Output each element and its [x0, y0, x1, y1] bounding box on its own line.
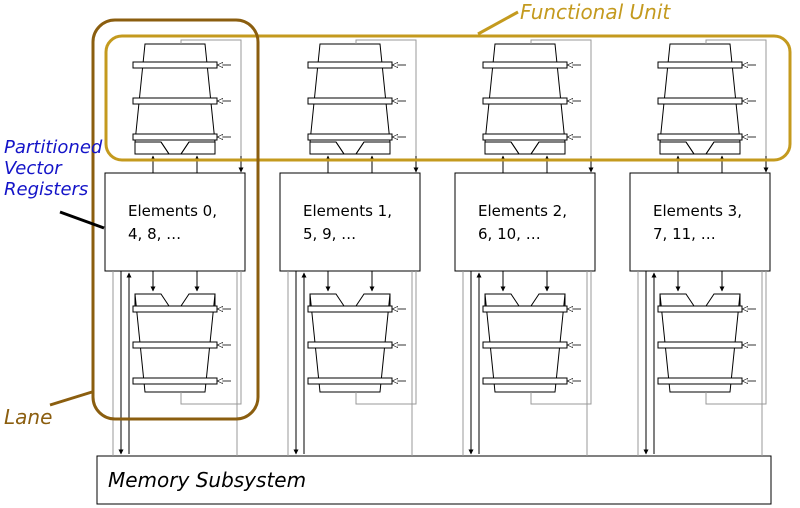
lower-feedback-wire: [705, 271, 767, 405]
lower-stage-latch-0: [307, 305, 393, 313]
lower-stage-latch-0: [132, 305, 218, 313]
upper-pipeline-base: [659, 141, 741, 155]
register-box: [454, 172, 596, 272]
lower-feedback-wire: [355, 271, 417, 405]
functional-unit-outline: [104, 34, 792, 162]
lower-stage-latch-1: [132, 341, 218, 349]
partitioned-pointer: [59, 210, 105, 230]
lower-stage-latch-1: [657, 341, 743, 349]
lane-1: Elements 1, 5, 9, …: [279, 39, 421, 456]
upper-stage-latch-0: [307, 61, 393, 69]
upper-stage-latch-1: [657, 97, 743, 105]
lower-stage-latch-2: [482, 377, 568, 385]
lane-2: Elements 2, 6, 10, …: [454, 39, 596, 456]
upper-feedback-wire: [355, 39, 417, 170]
memory-subsystem-box: [96, 455, 772, 505]
lower-stage-latch-2: [132, 377, 218, 385]
upper-pipeline-base: [309, 141, 391, 155]
memory-subsystem-label: Memory Subsystem: [108, 468, 306, 492]
register-box: [279, 172, 421, 272]
upper-stage-latch-2: [657, 133, 743, 141]
functional-unit-label: Functional Unit: [520, 0, 671, 24]
lower-stage-latch-2: [307, 377, 393, 385]
lane-pointer: [49, 390, 93, 407]
upper-stage-latch-2: [132, 133, 218, 141]
register-label-line1: Elements 3,: [653, 202, 742, 220]
upper-stage-latch-2: [307, 133, 393, 141]
partitioned-label-line3: Registers: [4, 179, 88, 200]
lane-3: Elements 3, 7, 11, …: [629, 39, 771, 456]
upper-stage-latch-1: [482, 97, 568, 105]
lower-stage-latch-1: [307, 341, 393, 349]
lane-0: Elements 0, 4, 8, …: [104, 39, 246, 456]
register-box: [104, 172, 246, 272]
upper-stage-latch-0: [482, 61, 568, 69]
lower-stage-latch-0: [482, 305, 568, 313]
lower-feedback-wire: [530, 271, 592, 405]
upper-stage-latch-0: [132, 61, 218, 69]
register-label-line2: 7, 11, …: [653, 225, 716, 243]
lower-feedback-wire: [180, 271, 242, 405]
upper-feedback-wire: [705, 39, 767, 170]
lane-label: Lane: [4, 405, 52, 429]
lower-stage-latch-1: [482, 341, 568, 349]
upper-stage-latch-1: [307, 97, 393, 105]
upper-stage-latch-2: [482, 133, 568, 141]
register-box: [629, 172, 771, 272]
partitioned-label-line1: Partitioned: [4, 137, 103, 158]
register-label-line1: Elements 1,: [303, 202, 392, 220]
functional-unit-pointer: [477, 10, 519, 36]
register-label-line2: 4, 8, …: [128, 225, 181, 243]
register-label-line2: 6, 10, …: [478, 225, 541, 243]
upper-feedback-wire: [530, 39, 592, 170]
register-label-line2: 5, 9, …: [303, 225, 356, 243]
upper-pipeline-base: [484, 141, 566, 155]
lower-stage-latch-0: [657, 305, 743, 313]
lane-outline: [91, 18, 260, 421]
upper-stage-latch-1: [132, 97, 218, 105]
upper-stage-latch-0: [657, 61, 743, 69]
register-label-line1: Elements 0,: [128, 202, 217, 220]
upper-feedback-wire: [180, 39, 242, 170]
register-label-line1: Elements 2,: [478, 202, 567, 220]
lower-stage-latch-2: [657, 377, 743, 385]
upper-pipeline-base: [134, 141, 216, 155]
partitioned-label-line2: Vector: [4, 158, 63, 179]
